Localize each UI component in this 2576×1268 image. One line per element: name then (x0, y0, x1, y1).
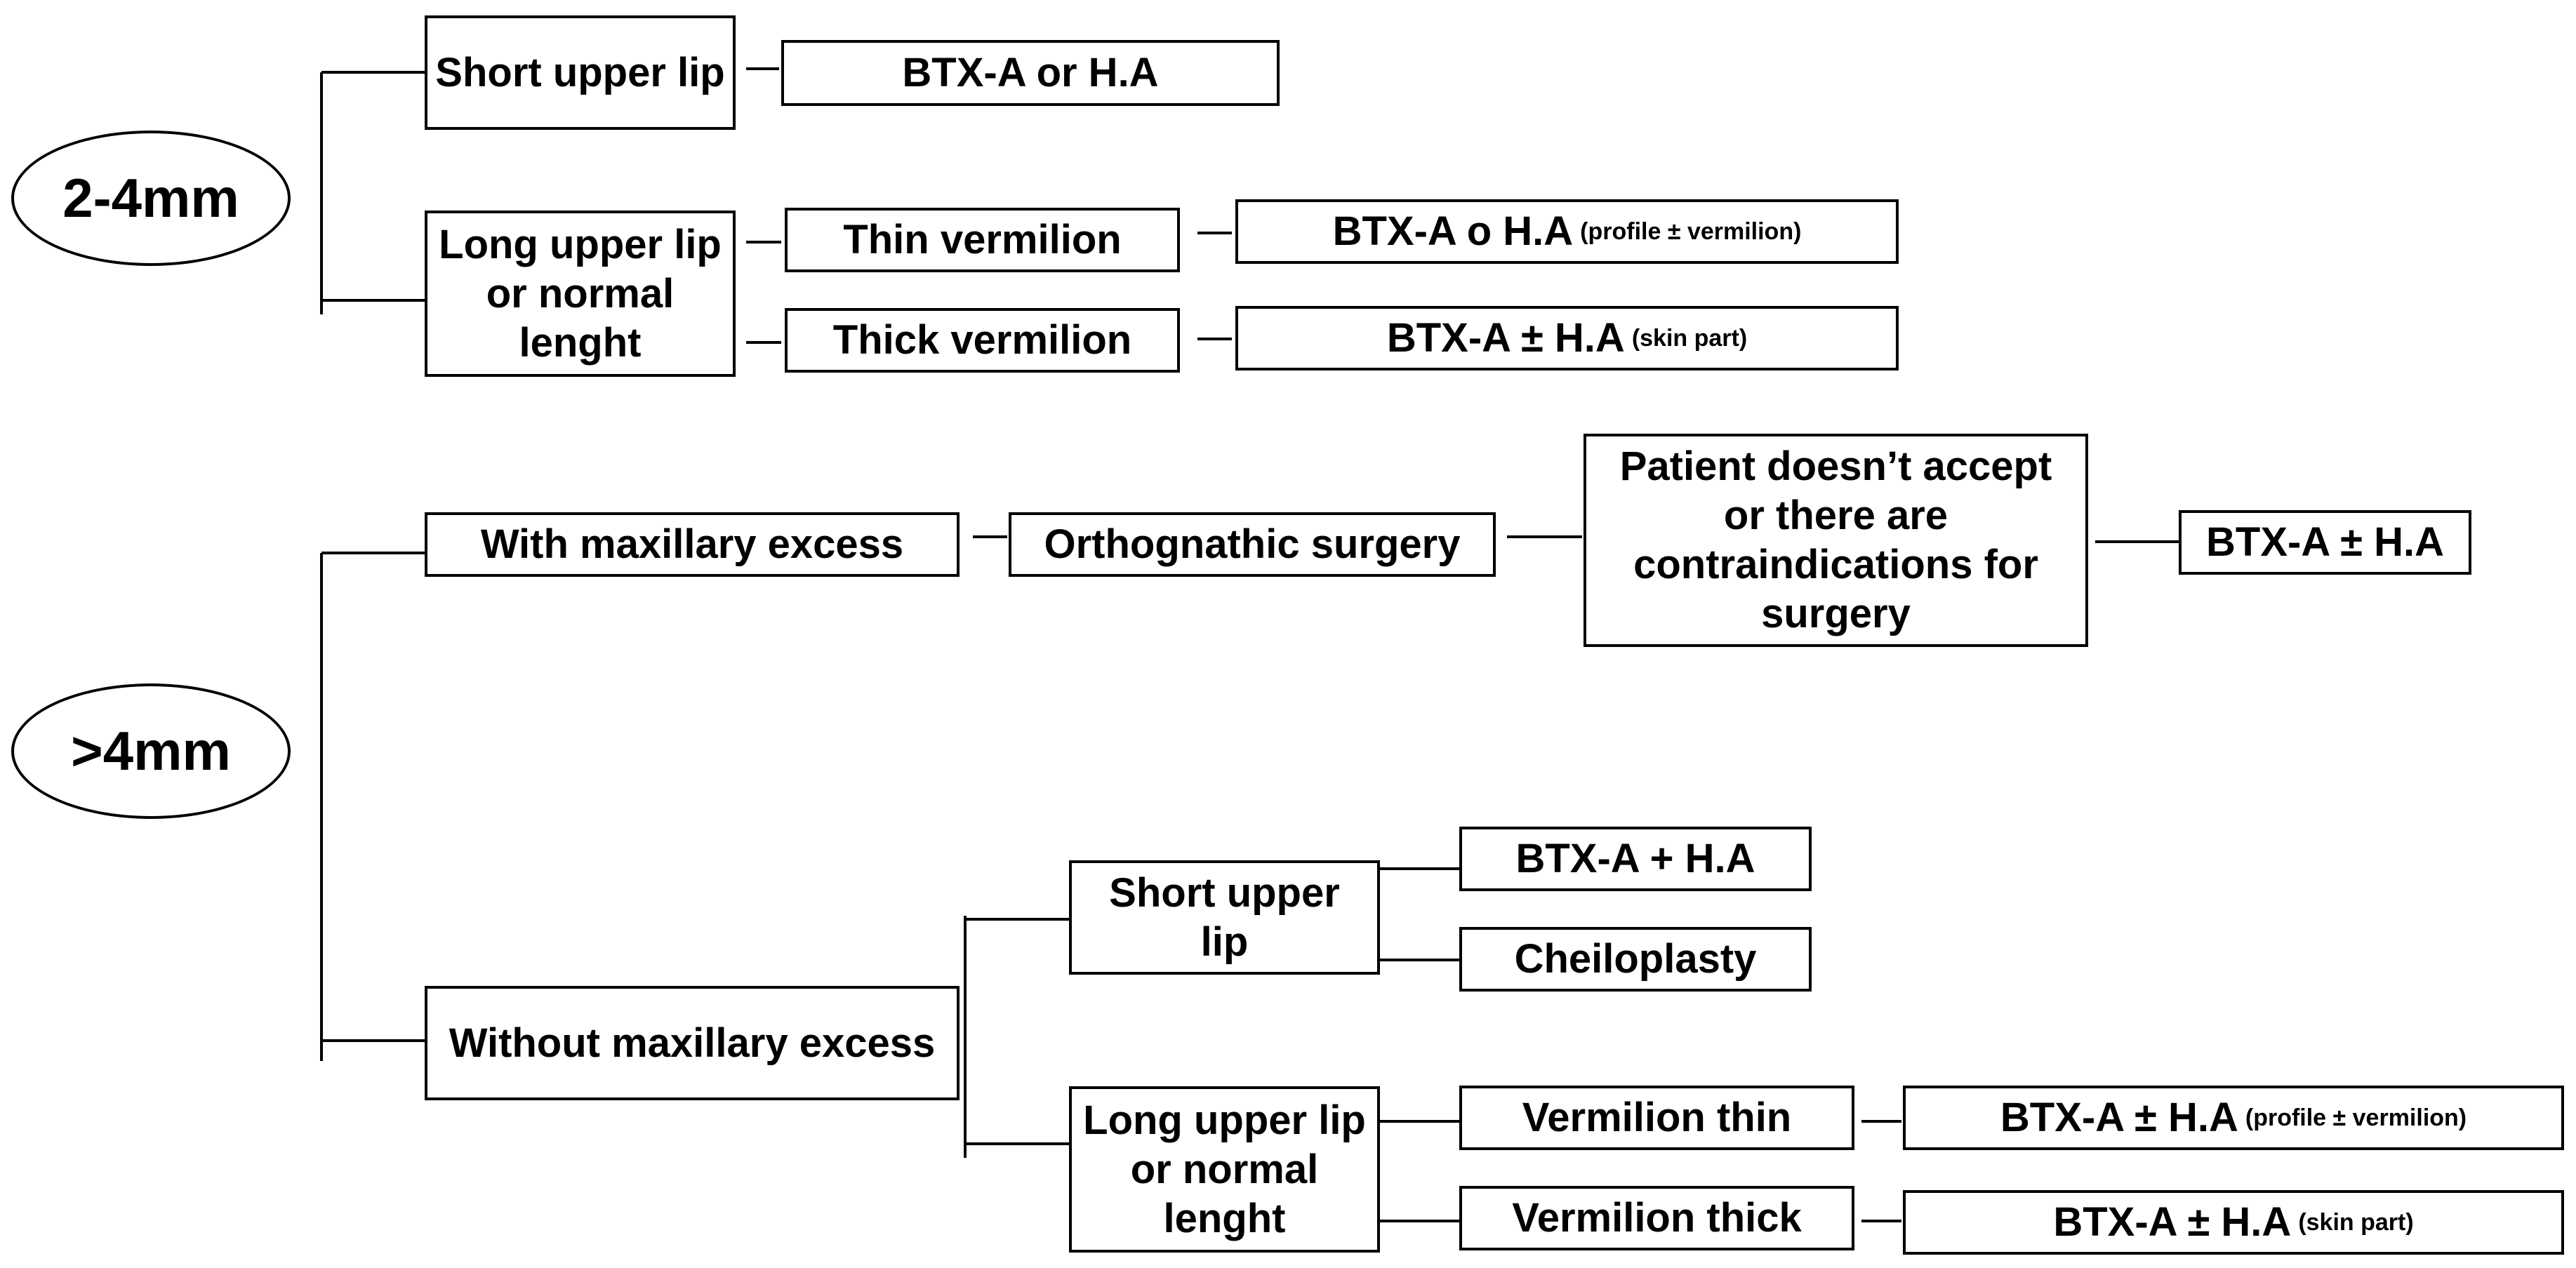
node-label: Orthognathic surgery (1044, 521, 1461, 567)
node-short-upper-lip: Short upper lip (425, 15, 736, 130)
node-treatment-thin: BTX-A o H.A (profile ± vermilion) (1235, 199, 1899, 264)
treatment-note: (skin part) (2298, 1209, 2414, 1236)
treatment-note: (profile ± vermilion) (1580, 218, 1802, 245)
node-label: Short upper lip (435, 49, 725, 95)
node-label: Without maxillary excess (449, 1020, 936, 1066)
node-orthognathic-surgery: Orthognathic surgery (1009, 512, 1496, 577)
node-treatment-cheiloplasty: Cheiloplasty (1459, 927, 1812, 992)
node-thick-vermilion: Thick vermilion (785, 308, 1180, 373)
node-without-maxillary-excess: Without maxillary excess (425, 986, 960, 1100)
node-label: Vermilion thin (1522, 1095, 1792, 1140)
treatment-label: BTX-A ± H.A (2000, 1095, 2238, 1140)
node-treatment-vermilion-thick: BTX-A ± H.A (skin part) (1903, 1190, 2564, 1255)
node-patient-contraindication: Patient doesn’t accept or there are cont… (1584, 434, 2088, 647)
treatment-note: (profile ± vermilion) (2245, 1105, 2467, 1131)
node-treatment-btx-or-ha: BTX-A or H.A (781, 40, 1280, 106)
node-treatment-btx-plus-ha: BTX-A + H.A (1459, 827, 1812, 891)
treatment-label: BTX-A ± H.A (2206, 519, 2444, 565)
treatment-label: Cheiloplasty (1514, 936, 1757, 982)
node-label: Long upper lip or normal lenght (439, 221, 722, 366)
treatment-label: BTX-A ± H.A (1386, 315, 1625, 361)
node-label: Thin vermilion (843, 217, 1122, 262)
range-label: >4mm (71, 720, 231, 782)
node-vermilion-thin: Vermilion thin (1459, 1086, 1854, 1150)
node-label: Short upper lip (1109, 869, 1340, 965)
node-label: BTX-A or H.A (902, 50, 1159, 95)
node-label: Thick vermilion (832, 317, 1132, 363)
node-label: Patient doesn’t accept or there are cont… (1619, 443, 2052, 636)
treatment-note: (skin part) (1631, 325, 1748, 352)
node-label: Vermilion thick (1512, 1195, 1802, 1241)
node-long-upper-lip: Long upper lip or normal lenght (425, 211, 736, 377)
range-label: 2-4mm (62, 167, 239, 229)
node-label: Long upper lip or normal lenght (1083, 1097, 1366, 1241)
node-short-upper-lip-2: Short upper lip (1069, 860, 1380, 975)
node-treatment-thick: BTX-A ± H.A (skin part) (1235, 306, 1899, 371)
node-treatment-vermilion-thin: BTX-A ± H.A (profile ± vermilion) (1903, 1086, 2564, 1150)
node-treatment-with-excess: BTX-A ± H.A (2179, 510, 2471, 575)
treatment-label: BTX-A + H.A (1515, 836, 1755, 881)
range-oval-2-4mm: 2-4mm (11, 131, 291, 266)
range-oval-4mm: >4mm (11, 683, 291, 819)
treatment-label: BTX-A ± H.A (2053, 1199, 2292, 1245)
node-label: With maxillary excess (480, 521, 904, 567)
treatment-label: BTX-A o H.A (1332, 208, 1574, 254)
node-vermilion-thick: Vermilion thick (1459, 1186, 1854, 1250)
node-thin-vermilion: Thin vermilion (785, 208, 1180, 272)
node-with-maxillary-excess: With maxillary excess (425, 512, 960, 577)
node-long-upper-lip-2: Long upper lip or normal lenght (1069, 1086, 1380, 1253)
